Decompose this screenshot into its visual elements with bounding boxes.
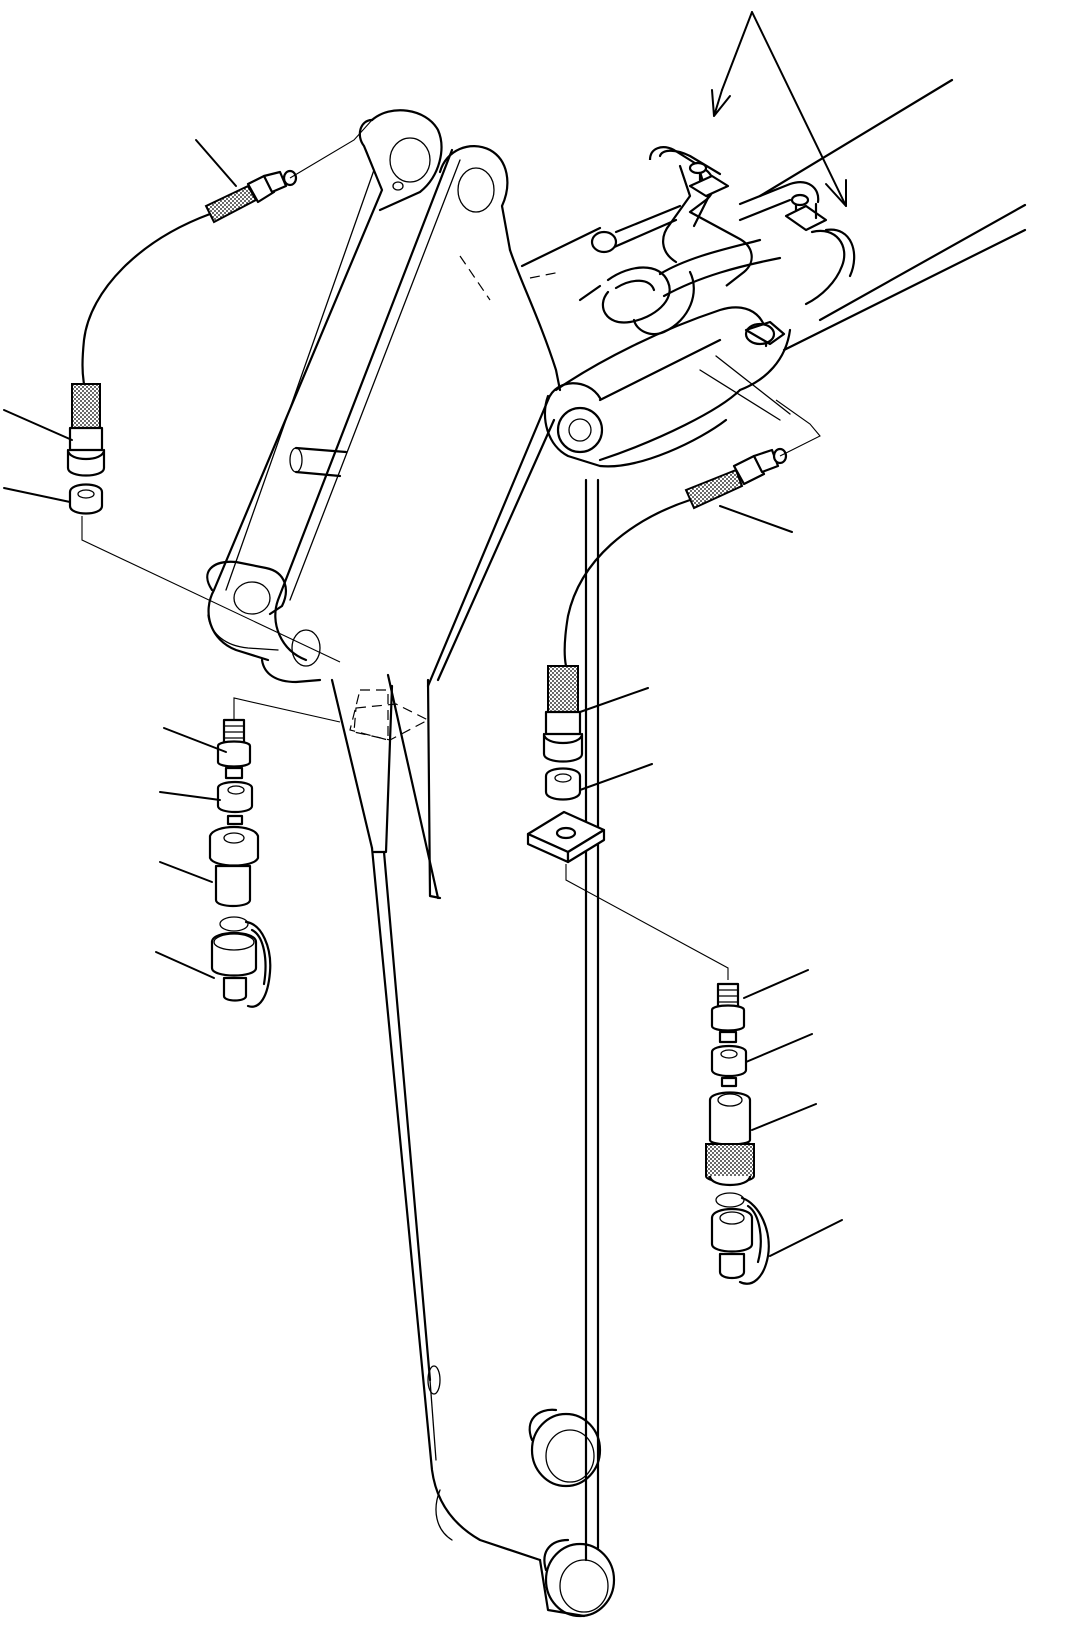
upper-right-hose-fitting [684, 399, 821, 510]
leader-left-dust-cap [155, 951, 215, 979]
left-hose [81, 212, 212, 386]
leader-left-washer [159, 791, 221, 801]
leader-right-hose-end [579, 687, 649, 713]
left-washer [216, 780, 254, 826]
leader-top-arrow-right [751, 11, 847, 207]
bucket-link [508, 78, 1027, 468]
left-hose-end [66, 383, 106, 477]
right-stud [710, 982, 746, 1044]
leader-right-washer [745, 1033, 813, 1063]
leader-lines [3, 11, 847, 1257]
left-nut [68, 483, 341, 663]
right-dust-cap [710, 1192, 770, 1285]
arm [206, 109, 616, 1618]
leader-left-hose-end [3, 409, 73, 441]
left-dust-cap [210, 916, 272, 1008]
right-quick-coupler [705, 1091, 755, 1187]
right-hose [563, 498, 692, 668]
leader-left-adapter [159, 861, 213, 883]
left-stud [216, 697, 341, 780]
mounting-plate [526, 810, 729, 980]
leader-right-coupler [751, 1103, 817, 1131]
leader-right-stud [743, 969, 809, 999]
leader-right-fitting [719, 505, 793, 533]
upper-left-hose-fitting [204, 119, 373, 224]
leader-left-nut [3, 487, 71, 503]
right-washer [710, 1044, 748, 1088]
leader-left-stud [163, 727, 227, 753]
leader-top-arrow-left [721, 11, 753, 91]
right-hose-end [542, 665, 584, 763]
pilot-piping [590, 146, 856, 346]
leader-right-dust-cap [769, 1219, 843, 1257]
left-adapter [208, 826, 260, 908]
leader-right-nut [579, 763, 653, 791]
right-nut [544, 767, 582, 801]
leader-upper-left-fitting [195, 139, 237, 187]
